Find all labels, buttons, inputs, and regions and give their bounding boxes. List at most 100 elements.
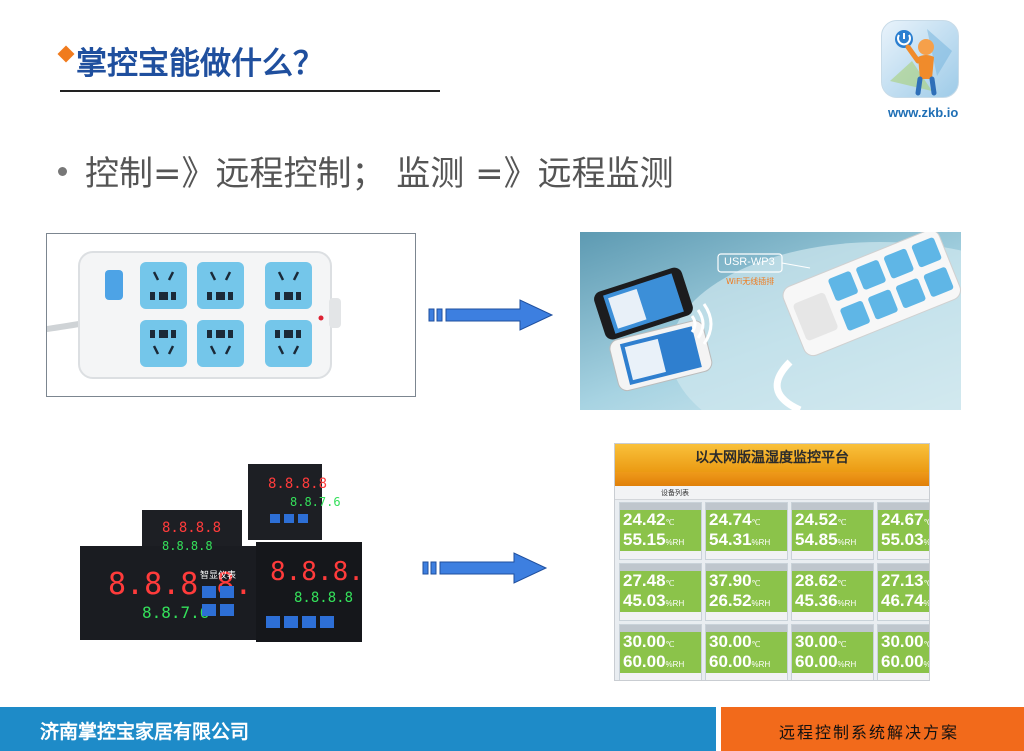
arrow-right-icon — [422, 552, 548, 584]
dashboard-header: 以太网版温湿度监控平台 — [615, 444, 929, 472]
sensor-tile-footer — [792, 551, 873, 559]
temperature-number: 24.52 — [795, 510, 838, 529]
temperature-value: 30.00℃ — [795, 632, 847, 652]
temperature-number: 30.00 — [881, 632, 924, 651]
humidity-value: 45.03%RH — [623, 591, 684, 611]
controller-meters-image: 8.8.8.8 8.8.8.8 8.8.8.8 8.8.7.6 8.8.8.8.… — [80, 462, 362, 642]
humidity-value: 60.00%RH — [709, 652, 770, 672]
humidity-number: 26.52 — [709, 591, 752, 610]
sensor-tile-footer — [620, 612, 701, 620]
sensor-tile-footer — [620, 551, 701, 559]
temperature-unit: ℃ — [751, 640, 761, 649]
sensor-tile-footer — [878, 612, 929, 620]
humidity-number: 55.03 — [881, 530, 924, 549]
sensor-tile-header — [620, 625, 701, 632]
temperature-unit: ℃ — [665, 579, 675, 588]
dashboard-title: 以太网版温湿度监控平台 — [695, 450, 849, 466]
humidity-value: 46.74%RH — [881, 591, 930, 611]
humidity-number: 45.36 — [795, 591, 838, 610]
humidity-unit: %RH — [751, 660, 771, 669]
dashboard-nav-bar — [615, 472, 929, 486]
humidity-unit: %RH — [751, 538, 771, 547]
sensor-tile-footer — [878, 551, 929, 559]
temperature-unit: ℃ — [837, 518, 847, 527]
sensor-tile-header — [706, 503, 787, 510]
title-underline — [60, 90, 440, 92]
temperature-value: 24.52℃ — [795, 510, 847, 530]
temperature-value: 24.42℃ — [623, 510, 675, 530]
temperature-unit: ℃ — [837, 640, 847, 649]
temperature-value: 24.74℃ — [709, 510, 761, 530]
temperature-unit: ℃ — [924, 579, 929, 588]
humidity-unit: %RH — [665, 599, 685, 608]
temperature-value: 30.00℃ — [623, 632, 675, 652]
bullet-point: 控制=》远程控制； 监测 =》远程监测 — [58, 146, 674, 195]
device-sublabel: WiFi无线插排 — [726, 277, 775, 286]
svg-text:8.8.8.8: 8.8.8.8 — [294, 590, 353, 606]
power-strip-image — [46, 233, 416, 397]
slide-title: 掌控宝能做什么？ — [76, 46, 324, 82]
footer-company-bar: 济南掌控宝家居有限公司 — [0, 707, 716, 751]
sensor-tile-header — [792, 564, 873, 571]
humidity-number: 45.03 — [623, 591, 666, 610]
humidity-unit: %RH — [665, 538, 685, 547]
temperature-value: 37.90℃ — [709, 571, 761, 591]
temperature-number: 24.42 — [623, 510, 666, 529]
sensor-tile: 27.13℃46.74%RH — [877, 563, 930, 621]
bullet-dot-icon — [58, 167, 67, 176]
svg-text:8.8.8.8: 8.8.8.8 — [270, 557, 362, 587]
humidity-number: 60.00 — [795, 652, 838, 671]
sensor-tile-footer — [706, 673, 787, 680]
temperature-number: 27.13 — [881, 571, 924, 590]
temperature-unit: ℃ — [924, 640, 929, 649]
humidity-value: 60.00%RH — [795, 652, 856, 672]
humidity-unit: %RH — [923, 599, 930, 608]
sensor-tile-header — [706, 625, 787, 632]
temperature-value: 30.00℃ — [881, 632, 929, 652]
svg-text:8.8.8.8: 8.8.8.8 — [162, 520, 221, 536]
tagline: 远程控制系统解决方案 — [779, 723, 960, 742]
humidity-value: 45.36%RH — [795, 591, 856, 611]
sensor-tile-footer — [878, 673, 929, 680]
temperature-unit: ℃ — [924, 518, 929, 527]
temperature-value: 24.67℃ — [881, 510, 929, 530]
sensor-tile-footer — [620, 673, 701, 680]
company-name: 济南掌控宝家居有限公司 — [40, 721, 250, 743]
sensor-tile-footer — [792, 673, 873, 680]
humidity-number: 60.00 — [709, 652, 752, 671]
humidity-value: 60.00%RH — [881, 652, 929, 672]
sensor-tile: 30.00℃60.00%RH — [877, 624, 929, 680]
person-power-icon — [890, 29, 952, 96]
power-strip-icon — [47, 251, 341, 379]
logo-url: www.zkb.io — [888, 105, 959, 120]
temperature-value: 28.62℃ — [795, 571, 847, 591]
humidity-unit: %RH — [665, 660, 685, 669]
arrow-right-icon — [428, 299, 554, 331]
humidity-value: 60.00%RH — [623, 652, 684, 672]
sensor-tile-header — [792, 503, 873, 510]
temperature-number: 27.48 — [623, 571, 666, 590]
wifi-scene-icon — [594, 232, 961, 410]
temperature-unit: ℃ — [751, 579, 761, 588]
sensor-tile-header — [878, 625, 929, 632]
diamond-bullet-icon — [57, 45, 75, 63]
humidity-number: 60.00 — [881, 652, 924, 671]
humidity-number: 46.74 — [881, 591, 924, 610]
humidity-unit: %RH — [923, 538, 930, 547]
sensor-tile-header — [706, 564, 787, 571]
svg-text:8.8.8.8: 8.8.8.8 — [162, 539, 213, 553]
sensor-tile-footer — [706, 551, 787, 559]
sensor-tile-header — [792, 625, 873, 632]
humidity-value: 55.03%RH — [881, 530, 930, 550]
temperature-unit: ℃ — [837, 579, 847, 588]
sensor-tile: 24.67℃55.03%RH — [877, 502, 930, 560]
temperature-unit: ℃ — [665, 640, 675, 649]
